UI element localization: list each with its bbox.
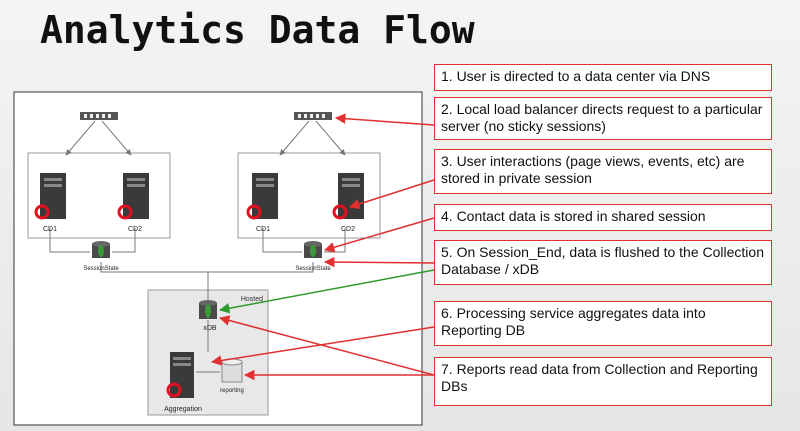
server-icon bbox=[117, 173, 149, 220]
note-7: 7. Reports read data from Collection and… bbox=[434, 357, 772, 406]
server-icon bbox=[34, 173, 66, 220]
reporting-label: reporting bbox=[220, 388, 244, 394]
sessionstate-label-left: SessionState bbox=[83, 266, 119, 272]
xdb-database-icon bbox=[199, 300, 217, 319]
hosted-label: Hosted bbox=[241, 296, 263, 303]
server-label-cd1-left: CD1 bbox=[43, 226, 57, 233]
server-icon bbox=[332, 173, 364, 220]
page-title: Analytics Data Flow bbox=[40, 8, 475, 52]
sessionstate-database-icon bbox=[304, 241, 322, 258]
note-1: 1. User is directed to a data center via… bbox=[434, 64, 772, 91]
aggregation-label: Aggregation bbox=[164, 406, 202, 413]
note-4: 4. Contact data is stored in shared sess… bbox=[434, 204, 772, 231]
xdb-label: xDB bbox=[203, 325, 217, 332]
sessionstate-label-right: SessionState bbox=[295, 266, 331, 272]
note-6: 6. Processing service aggregates data in… bbox=[434, 301, 772, 346]
network-switch-icon bbox=[294, 112, 332, 120]
server-label-cd2-right: CD2 bbox=[341, 226, 355, 233]
server-label-cd2-left: CD2 bbox=[128, 226, 142, 233]
datacenter-box-right bbox=[237, 152, 381, 239]
note-2: 2. Local load balancer directs request t… bbox=[434, 97, 772, 140]
server-label-cd1-right: CD1 bbox=[256, 226, 270, 233]
datacenter-box-left bbox=[27, 152, 171, 239]
server-icon bbox=[246, 173, 278, 220]
note-5: 5. On Session_End, data is flushed to th… bbox=[434, 240, 772, 285]
aggregation-server-icon bbox=[166, 352, 194, 398]
sessionstate-database-icon bbox=[92, 241, 110, 258]
reporting-database-icon bbox=[221, 358, 243, 383]
note-3: 3. User interactions (page views, events… bbox=[434, 149, 772, 194]
network-switch-icon bbox=[80, 112, 118, 120]
